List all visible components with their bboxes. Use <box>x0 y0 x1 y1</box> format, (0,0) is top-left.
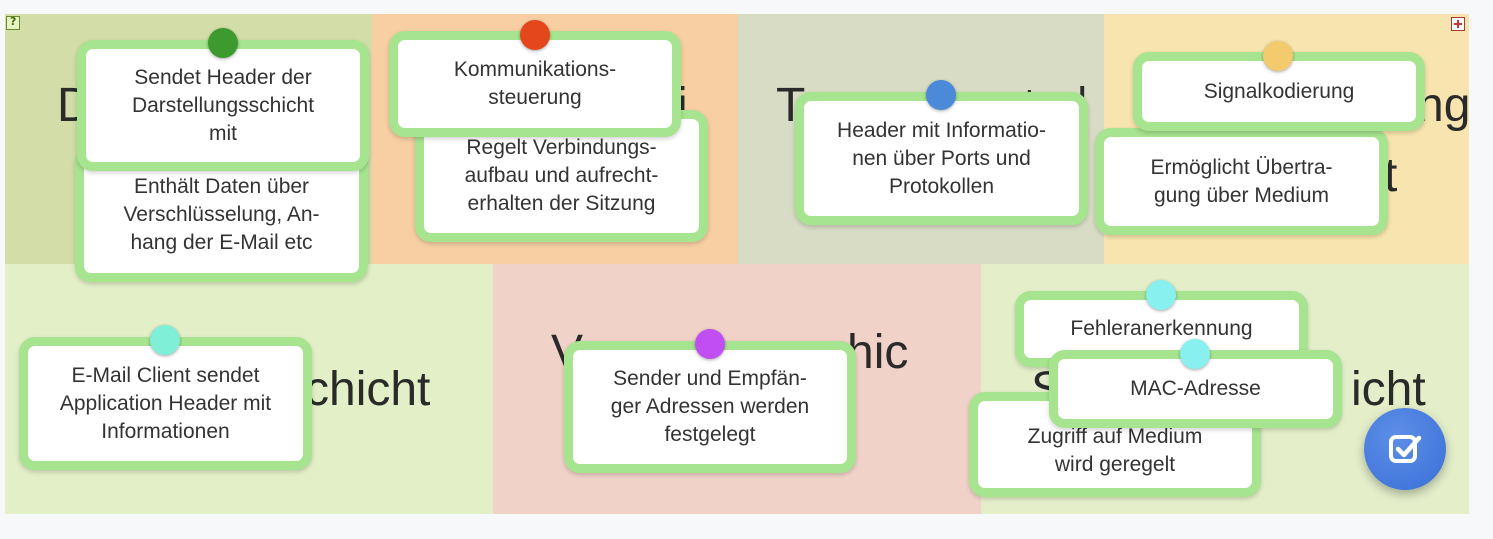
zone-label-session: i <box>677 79 688 132</box>
card-email-client[interactable]: E-Mail Client sendet Application Header … <box>19 337 312 470</box>
pin-teal <box>150 325 180 355</box>
check-button[interactable] <box>1364 408 1446 490</box>
card-sender-empfaenger[interactable]: Sender und Empfän- ger Adressen werden f… <box>564 341 856 473</box>
card-text: Zugriff auf Medium wird geregelt <box>1027 424 1203 476</box>
pin-green <box>208 28 238 58</box>
card-ermoeglicht-uebertragung[interactable]: Ermöglicht Übertra- gung über Medium <box>1095 128 1388 235</box>
card-text: Fehleranerkennung <box>1070 317 1253 340</box>
card-text: Kommunikations- steuerung <box>453 58 617 109</box>
pin-cyan-2 <box>1180 339 1210 369</box>
pin-purple <box>695 329 725 359</box>
pin-yellow <box>1263 41 1293 71</box>
card-text: Ermöglicht Übertra- gung über Medium <box>1150 155 1333 207</box>
card-sendet-header[interactable]: Sendet Header der Darstellungsschicht mi… <box>77 40 369 171</box>
card-text: E-Mail Client sendet Application Header … <box>59 363 272 443</box>
card-text: Sendet Header der Darstellungsschicht mi… <box>131 65 315 145</box>
zone-label-datalink-2: icht <box>1351 363 1426 416</box>
zone-label-application: chicht <box>305 363 431 416</box>
card-text: Sender und Empfän- ger Adressen werden f… <box>610 367 810 446</box>
expand-icon[interactable] <box>1451 17 1465 31</box>
pin-cyan <box>1146 280 1176 310</box>
pin-blue <box>926 80 956 110</box>
help-icon[interactable] <box>6 15 20 30</box>
zone-label-physical: ng <box>1417 79 1469 132</box>
card-text: Header mit Informatio- nen über Ports un… <box>837 118 1046 198</box>
card-text: Enthält Daten über Verschlüsselung, An- … <box>123 175 320 254</box>
card-header-ports[interactable]: Header mit Informatio- nen über Ports un… <box>795 92 1088 225</box>
pin-red <box>520 20 550 50</box>
card-text: Signalkodierung <box>1203 79 1355 103</box>
card-text: MAC-Adresse <box>1130 377 1261 400</box>
check-icon <box>1389 435 1422 463</box>
card-text: Regelt Verbindungs- aufbau und aufrecht-… <box>464 136 659 215</box>
